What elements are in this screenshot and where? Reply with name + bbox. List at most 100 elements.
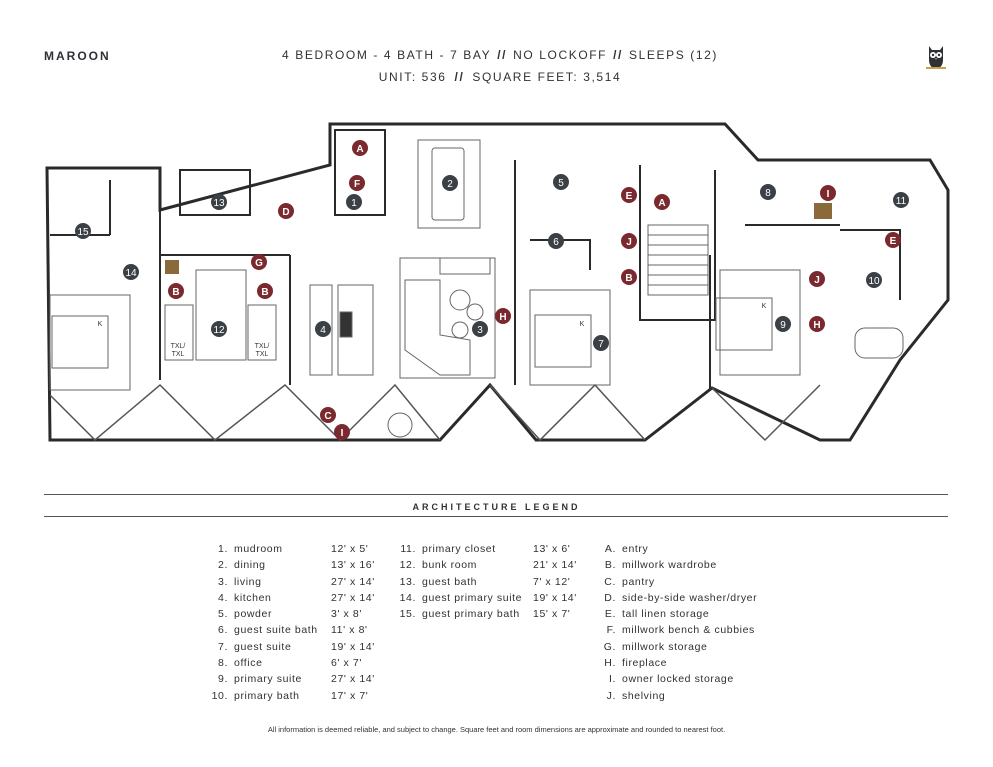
- svg-text:I: I: [827, 189, 830, 200]
- room-marker-8: 8: [760, 184, 776, 200]
- room-marker-7: 7: [593, 335, 609, 351]
- feature-marker-b: B: [168, 283, 184, 299]
- room-marker-9: 9: [775, 316, 791, 332]
- svg-text:5: 5: [558, 178, 564, 189]
- feature-marker-e: E: [885, 232, 901, 248]
- list-item: I.owner locked storage: [608, 673, 734, 686]
- svg-text:I: I: [341, 428, 344, 439]
- room-marker-12: 12: [211, 321, 227, 337]
- bunk-label: TXL: [172, 351, 185, 358]
- svg-text:8: 8: [765, 188, 771, 199]
- room-marker-3: 3: [472, 321, 488, 337]
- feature-marker-g: G: [251, 254, 267, 270]
- svg-text:J: J: [626, 237, 632, 248]
- brand-name: MAROON: [44, 49, 111, 63]
- bunk-label: TXL/: [255, 343, 270, 350]
- list-item: G.millwork storage: [603, 640, 708, 653]
- owl-logo-icon: [926, 46, 946, 69]
- bed-guest-primary: [51, 315, 109, 369]
- bed-primary-suite: [715, 297, 773, 351]
- svg-text:12: 12: [213, 325, 225, 336]
- svg-text:9: 9: [780, 320, 786, 331]
- room-marker-1: 1: [346, 194, 362, 210]
- list-item: E.tall linen storage: [604, 608, 710, 621]
- feature-list: A.entry B.millwork wardrobe C.pantry D.s…: [596, 543, 796, 706]
- svg-text:15: 15: [77, 227, 89, 238]
- svg-text:A: A: [658, 198, 665, 209]
- feature-marker-i: I: [820, 185, 836, 201]
- room-marker-13: 13: [211, 194, 227, 210]
- svg-text:4: 4: [320, 325, 326, 336]
- feature-marker-j: J: [621, 233, 637, 249]
- feature-marker-a: A: [654, 194, 670, 210]
- svg-text:E: E: [626, 191, 633, 202]
- svg-text:7: 7: [598, 339, 604, 350]
- room-marker-4: 4: [315, 321, 331, 337]
- svg-text:11: 11: [896, 196, 907, 207]
- list-item: J.shelving: [606, 689, 666, 702]
- legend-divider: [44, 516, 948, 517]
- feature-marker-f: F: [349, 175, 365, 191]
- interior-wall: [840, 229, 901, 300]
- svg-text:B: B: [625, 273, 632, 284]
- list-item: C.pantry: [604, 575, 655, 588]
- disclaimer: All information is deemed reliable, and …: [267, 725, 726, 734]
- feature-marker-a: A: [352, 140, 368, 156]
- unit-summary: 4 BEDROOM - 4 BATH - 7 BAY//NO LOCKOFF//…: [282, 48, 718, 62]
- room-marker-2: 2: [442, 175, 458, 191]
- svg-text:3: 3: [477, 325, 483, 336]
- svg-text:B: B: [261, 287, 268, 298]
- unit-details: UNIT: 536//SQUARE FEET: 3,514: [378, 70, 622, 84]
- interior-wall: [639, 165, 716, 321]
- king-label: K: [762, 303, 767, 310]
- feature-marker-j: J: [809, 271, 825, 287]
- svg-text:F: F: [354, 179, 360, 190]
- svg-text:A: A: [356, 144, 363, 155]
- feature-marker-c: C: [320, 407, 336, 423]
- svg-text:H: H: [813, 320, 820, 331]
- feature-marker-h: H: [809, 316, 825, 332]
- feature-marker-b: B: [257, 283, 273, 299]
- lockoff: NO LOCKOFF: [513, 48, 608, 62]
- svg-text:G: G: [255, 258, 263, 269]
- room-marker-11: 11: [893, 192, 909, 208]
- svg-text:H: H: [499, 312, 506, 323]
- list-item: A.entry: [604, 543, 649, 555]
- room-marker-6: 6: [548, 233, 564, 249]
- square-feet: SQUARE FEET: 3,514: [472, 70, 622, 84]
- king-label: K: [98, 321, 103, 328]
- svg-text:14: 14: [125, 268, 137, 279]
- svg-text:6: 6: [553, 237, 559, 248]
- list-item: D.side-by-side washer/dryer: [604, 591, 758, 604]
- feature-marker-b: B: [621, 269, 637, 285]
- legend-title: ARCHITECTURE LEGEND: [412, 502, 581, 512]
- legend-divider: [44, 494, 948, 495]
- svg-text:10: 10: [868, 276, 880, 287]
- room-marker-5: 5: [553, 174, 569, 190]
- bunk-label: TXL/: [171, 343, 186, 350]
- feature-marker-i: I: [334, 424, 350, 440]
- interior-wall: [179, 169, 251, 216]
- list-item: F.millwork bench & cubbies: [606, 624, 755, 637]
- dining-table: [431, 147, 465, 221]
- interior-wall: [334, 129, 386, 216]
- svg-text:1: 1: [351, 198, 357, 209]
- svg-text:B: B: [172, 287, 179, 298]
- floor-plan: TXL/ TXL TXL/ TXL K K K 1 2 3 4 5 6 7 8 …: [45, 122, 950, 442]
- bunk-bed-right: [247, 304, 277, 361]
- bunk-bed-left: [164, 304, 194, 361]
